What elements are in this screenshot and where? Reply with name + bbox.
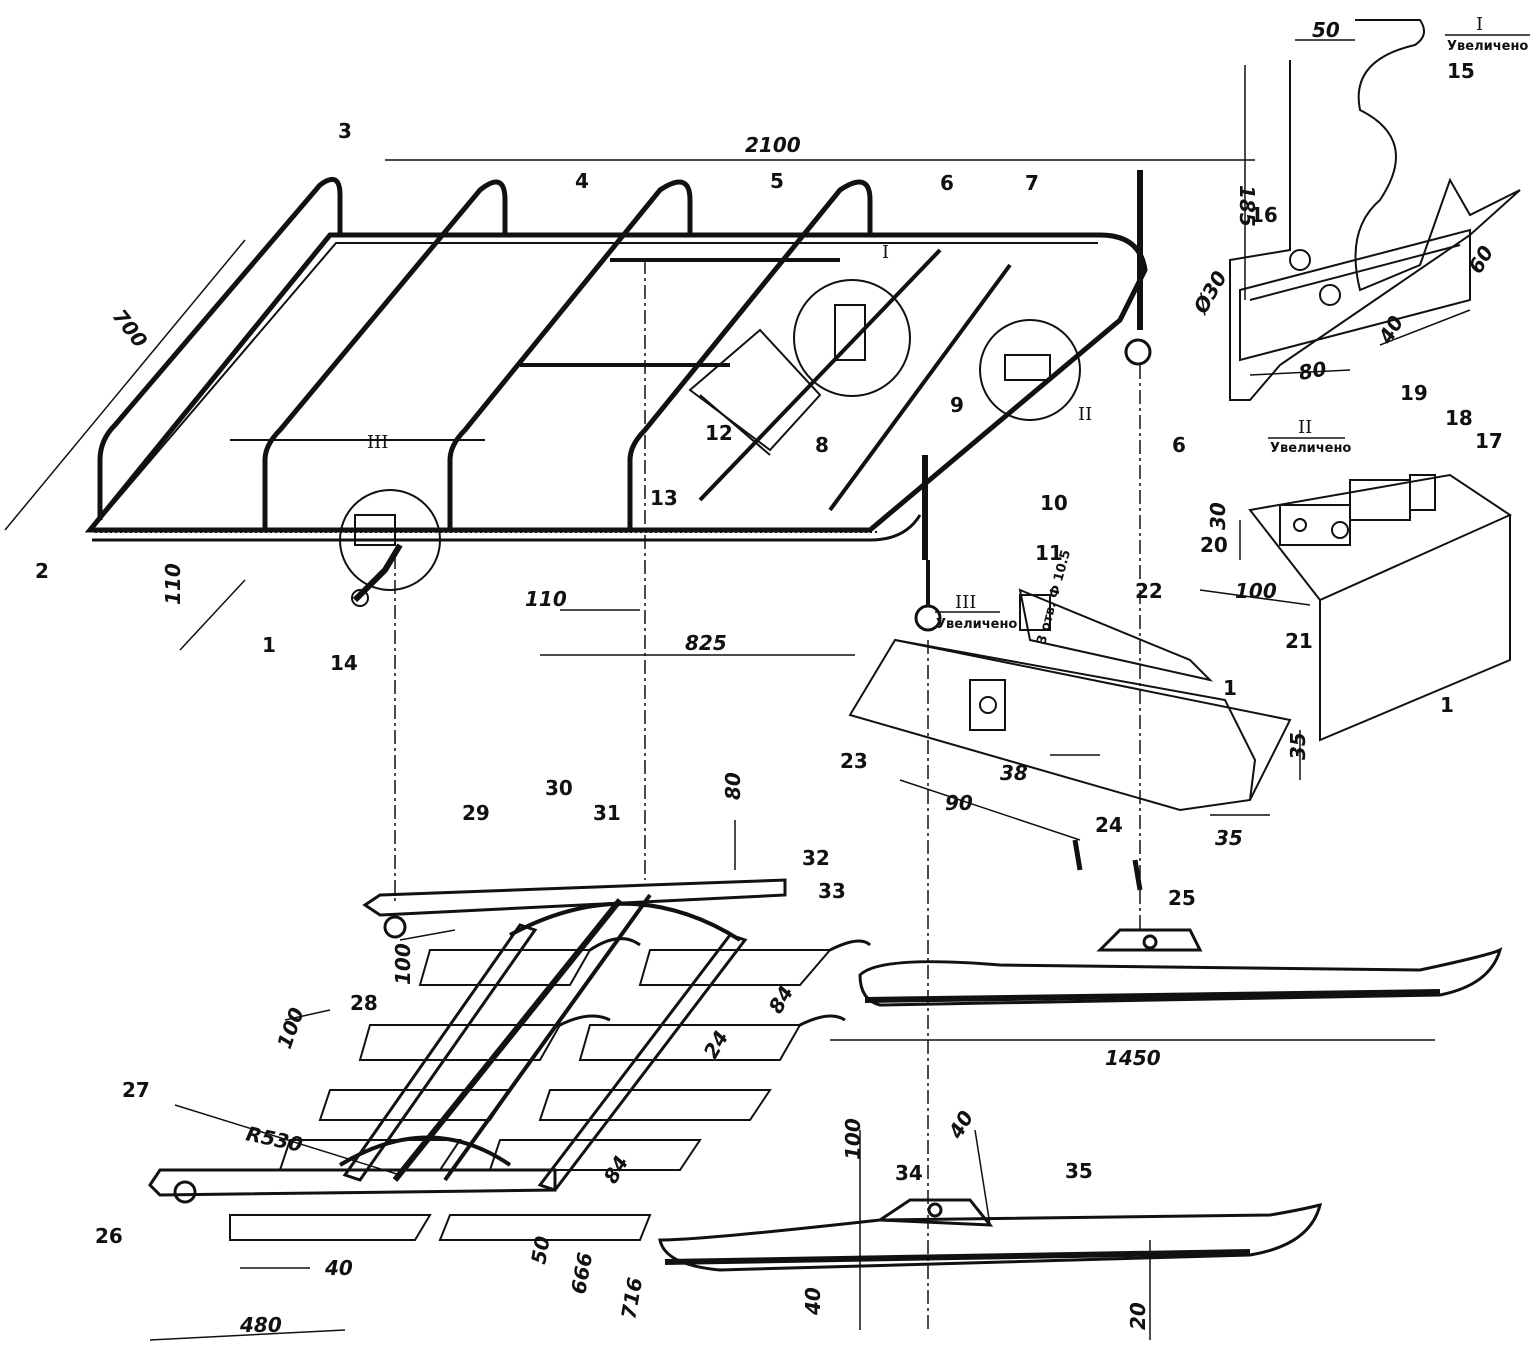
dim-480: 480 [239, 1313, 282, 1337]
part-label-23: 23 [840, 749, 868, 773]
dim-100-sled-a: 100 [391, 943, 415, 985]
view-III-roman: III [955, 592, 976, 613]
dim-50-sled: 50 [526, 1234, 554, 1266]
detail-mark-III: III [367, 432, 388, 453]
part-label-29: 29 [462, 801, 490, 825]
dim-35-vertical: 35 [1286, 732, 1310, 760]
view-I-caption: Увеличено [1447, 39, 1528, 54]
dim-110-left: 110 [161, 563, 185, 605]
part-label-11: 11 [1035, 541, 1063, 565]
part-label-24: 24 [1095, 813, 1123, 837]
dim-80-sled: 80 [721, 772, 745, 800]
dim-185: 185 [1235, 185, 1259, 227]
part-label-1-detail-III: 1 [1223, 676, 1237, 700]
part-label-6-detail-I: 6 [1172, 433, 1186, 457]
part-label-31: 31 [593, 801, 621, 825]
detail-mark-I: I [882, 242, 889, 263]
dim-phi30: Ø30 [1188, 267, 1232, 319]
dim-84-upper: 84 [764, 981, 799, 1017]
part-label-27: 27 [122, 1078, 150, 1102]
part-label-16: 16 [1250, 203, 1278, 227]
part-label-4: 4 [575, 169, 589, 193]
dim-38: 38 [1000, 761, 1028, 785]
part-label-20: 20 [1200, 533, 1228, 557]
part-label-30: 30 [545, 776, 573, 800]
dimension-lines [4, 39, 1471, 1341]
part-label-33: 33 [818, 879, 846, 903]
dim-2100: 2100 [745, 133, 801, 157]
dim-110-mid: 110 [525, 587, 567, 611]
part-label-21: 21 [1285, 629, 1313, 653]
dim-84-lower: 84 [599, 1151, 634, 1187]
part-label-9: 9 [950, 393, 964, 417]
view-I-roman: I [1476, 14, 1483, 35]
dim-24: 24 [699, 1026, 734, 1062]
ski-lower [658, 1198, 1323, 1272]
dim-716: 716 [616, 1276, 647, 1321]
dim-40-sled: 40 [324, 1256, 353, 1280]
dim-30: 30 [1206, 502, 1230, 530]
dim-700: 700 [108, 304, 153, 352]
dim-1450: 1450 [1105, 1046, 1161, 1070]
dim-R530: R530 [244, 1121, 305, 1156]
view-captions: I Увеличено II Увеличено III Увеличено I… [367, 14, 1530, 632]
part-labels: 1 2 3 4 5 6 7 8 9 10 11 12 13 14 15 16 1… [35, 59, 1503, 1248]
part-label-22: 22 [1135, 579, 1163, 603]
view-II-roman: II [1298, 417, 1312, 438]
sled-frame [148, 878, 872, 1241]
part-label-14: 14 [330, 651, 358, 675]
part-label-1-detail-II: 1 [1440, 693, 1454, 717]
detail-view-III [848, 588, 1292, 891]
part-label-1: 1 [262, 633, 276, 657]
detail-view-II [1248, 473, 1513, 742]
part-label-35: 35 [1065, 1159, 1093, 1183]
part-label-5: 5 [770, 169, 784, 193]
view-III-caption: Увеличено [936, 617, 1017, 632]
main-frame [84, 170, 1152, 632]
part-label-12: 12 [705, 421, 733, 445]
dim-50-top: 50 [1312, 18, 1340, 42]
dim-90: 90 [945, 791, 973, 815]
dim-60: 60 [1464, 241, 1499, 277]
part-label-18: 18 [1445, 406, 1473, 430]
part-label-26: 26 [95, 1224, 123, 1248]
dim-80-detail-I: 80 [1297, 356, 1329, 384]
part-label-10: 10 [1040, 491, 1068, 515]
dim-40-ski-bottom: 40 [801, 1287, 825, 1316]
part-label-32: 32 [802, 846, 830, 870]
part-label-17: 17 [1475, 429, 1503, 453]
part-label-19: 19 [1400, 381, 1428, 405]
dim-666: 666 [566, 1251, 597, 1296]
part-label-2: 2 [35, 559, 49, 583]
part-label-28: 28 [350, 991, 378, 1015]
dim-100-sled-b: 100 [272, 1004, 309, 1052]
dim-20: 20 [1126, 1302, 1150, 1330]
ski-upper [858, 928, 1503, 1007]
part-label-13: 13 [650, 486, 678, 510]
dim-100-ski: 100 [841, 1118, 865, 1160]
part-label-34: 34 [895, 1161, 923, 1185]
part-label-15: 15 [1447, 59, 1475, 83]
part-label-3: 3 [338, 119, 352, 143]
part-label-25: 25 [1168, 886, 1196, 910]
detail-mark-II: II [1078, 404, 1092, 425]
part-label-8: 8 [815, 433, 829, 457]
dim-825: 825 [685, 631, 727, 655]
dim-100-detail-II: 100 [1235, 579, 1277, 603]
detail-view-I [1229, 19, 1521, 401]
part-label-7: 7 [1025, 171, 1039, 195]
view-II-caption: Увеличено [1270, 441, 1351, 456]
part-label-6: 6 [940, 171, 954, 195]
dim-40-ski-top: 40 [943, 1106, 978, 1143]
dim-35-horizontal: 35 [1215, 826, 1243, 850]
